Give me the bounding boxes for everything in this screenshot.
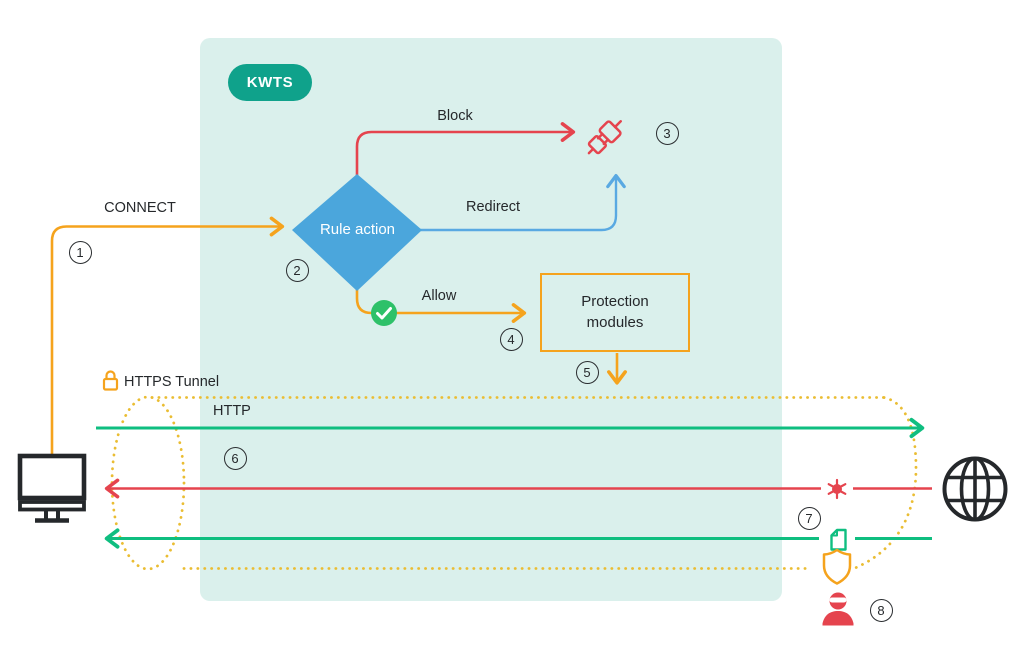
padlock-icon	[102, 370, 119, 391]
step-marker-2: 2	[285, 258, 309, 282]
step-marker-4: 4	[499, 327, 523, 351]
redirect-arrow	[415, 174, 626, 232]
https-tunnel-label: HTTPS Tunnel	[124, 374, 220, 390]
step-marker-3: 3	[655, 121, 679, 145]
step-marker-8: 8	[869, 598, 893, 622]
step-marker-6: 6	[223, 446, 247, 470]
check-circle-icon	[371, 300, 397, 326]
allow-label: Allow	[421, 288, 457, 304]
protection-modules-box: Protection modules	[540, 273, 690, 352]
block-arrow	[355, 122, 576, 205]
tunnel-mouth-ellipse	[110, 395, 186, 571]
rule-action-label: Rule action	[319, 221, 396, 238]
broken-plug-icon	[587, 120, 622, 155]
rule-action-diamond	[292, 174, 422, 291]
step-marker-7: 7	[797, 506, 821, 530]
virus-icon	[827, 478, 847, 500]
block-label: Block	[437, 108, 473, 124]
connect-label: CONNECT	[104, 200, 176, 216]
kwts-badge: KWTS	[228, 64, 312, 101]
intruder-icon	[822, 592, 854, 626]
connect-arrow	[50, 216, 285, 456]
tunnel-right-end	[852, 396, 918, 570]
redirect-label: Redirect	[466, 199, 520, 215]
https-tunnel-outline	[110, 395, 918, 571]
globe-icon	[942, 456, 1008, 522]
step-marker-5: 5	[575, 360, 599, 384]
protection-modules-label: Protection modules	[581, 293, 649, 331]
document-icon	[830, 528, 847, 551]
desktop-monitor-icon	[17, 453, 87, 523]
shield-icon	[822, 548, 852, 585]
step-marker-1: 1	[68, 240, 92, 264]
http-label: HTTP	[213, 403, 251, 419]
